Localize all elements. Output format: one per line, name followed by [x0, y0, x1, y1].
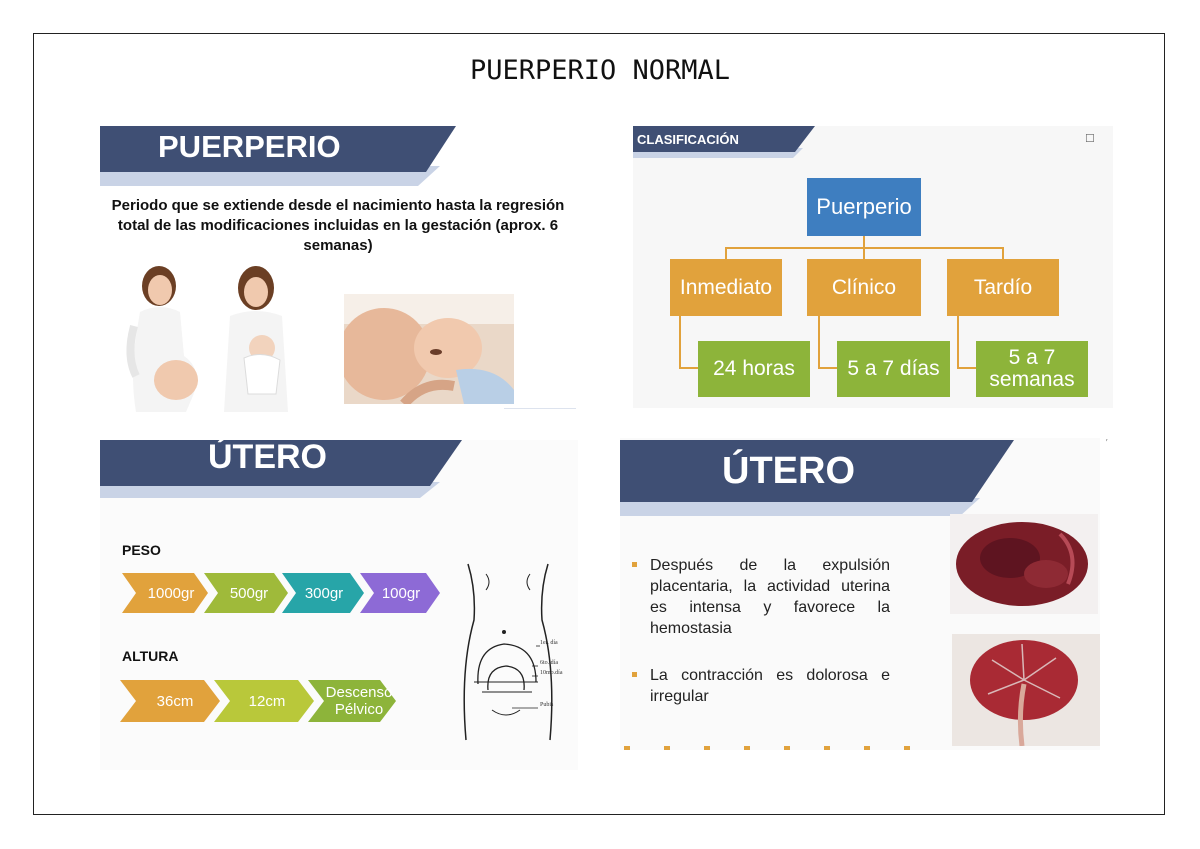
peso-step-3: 300gr — [304, 584, 344, 602]
mother-baby-image — [224, 266, 288, 412]
tree-root: Puerperio — [807, 178, 921, 236]
altura-step-2: 12cm — [248, 692, 286, 710]
slide-utero-peso: ÚTERO PESO 1000gr 500gr 300gr 100gr ALTU… — [100, 440, 578, 770]
diagram-label: 10mo.día — [540, 670, 563, 676]
phase-tardio: Tardío — [947, 259, 1059, 316]
slide-heading: ÚTERO — [722, 450, 855, 492]
slide-utero-hemostasia: ÚTERO Después de la expulsión placentari… — [620, 438, 1100, 750]
peso-label: PESO — [122, 542, 161, 558]
duration-clinico: 5 a 7 días — [837, 341, 950, 397]
duration-inmediato: 24 horas — [698, 341, 810, 397]
connector-line — [863, 236, 865, 248]
breastfeeding-image — [344, 294, 514, 404]
altura-step-1: 36cm — [156, 692, 194, 710]
peso-step-2: 500gr — [229, 584, 269, 602]
slide-banner: ÚTERO — [100, 440, 480, 498]
slide-divider — [504, 408, 576, 409]
altura-chevrons — [120, 680, 396, 722]
connector-line — [957, 367, 976, 369]
diagram-label: 6to. día — [540, 660, 558, 666]
altura-label: ALTURA — [122, 648, 179, 664]
diagram-label: Pubis — [540, 702, 554, 708]
slide-banner: CLASIFICACIÓN — [633, 126, 823, 160]
slide-heading: CLASIFICACIÓN — [637, 132, 739, 147]
diagram-label: 1er. día — [540, 640, 558, 646]
connector-line — [725, 247, 727, 259]
duration-tardio: 5 a 7 semanas — [976, 341, 1088, 397]
connector-line — [679, 367, 698, 369]
connector-line — [679, 316, 681, 368]
page-frame — [33, 33, 1165, 815]
phase-inmediato: Inmediato — [670, 259, 782, 316]
placenta-fetal-image — [952, 634, 1100, 746]
peso-chevrons — [122, 573, 440, 613]
slide-puerperio: PUERPERIO Periodo que se extiende desde … — [100, 126, 576, 412]
corner-mark-icon: ′ — [1106, 438, 1108, 447]
placenta-maternal-image — [950, 514, 1098, 614]
uterus-height-diagram — [463, 563, 553, 741]
page-title: PUERPERIO NORMAL — [469, 55, 731, 86]
slide-heading: ÚTERO — [208, 440, 327, 476]
slide-description: Periodo que se extiende desde el nacimie… — [111, 197, 565, 254]
connector-line — [1002, 247, 1004, 259]
pregnant-woman-image — [126, 266, 198, 412]
slide-heading: PUERPERIO — [158, 129, 341, 164]
bullet-marker — [632, 562, 637, 567]
bullet-text: La contracción es dolorosa e irregular — [650, 667, 890, 705]
connector-line — [863, 247, 865, 259]
peso-step-4: 100gr — [381, 584, 421, 602]
bookmark-icon: ☐ — [1085, 133, 1095, 145]
slide-banner: PUERPERIO — [100, 126, 480, 188]
connector-line — [957, 316, 959, 368]
slide-banner: ÚTERO — [620, 438, 1020, 516]
bullet-marker — [632, 672, 637, 677]
phase-clinico: Clínico — [807, 259, 921, 316]
connector-line — [818, 367, 837, 369]
peso-step-1: 1000gr — [147, 584, 195, 602]
bullet-text: Después de la expulsión placentaria, la … — [650, 557, 890, 637]
cutoff-text-hint — [624, 746, 914, 750]
slide-clasificacion: CLASIFICACIÓN ☐ Puerperio Inmediato Clín… — [633, 126, 1113, 408]
connector-line — [818, 316, 820, 368]
altura-step-3: Descenso Pélvico — [325, 684, 393, 718]
